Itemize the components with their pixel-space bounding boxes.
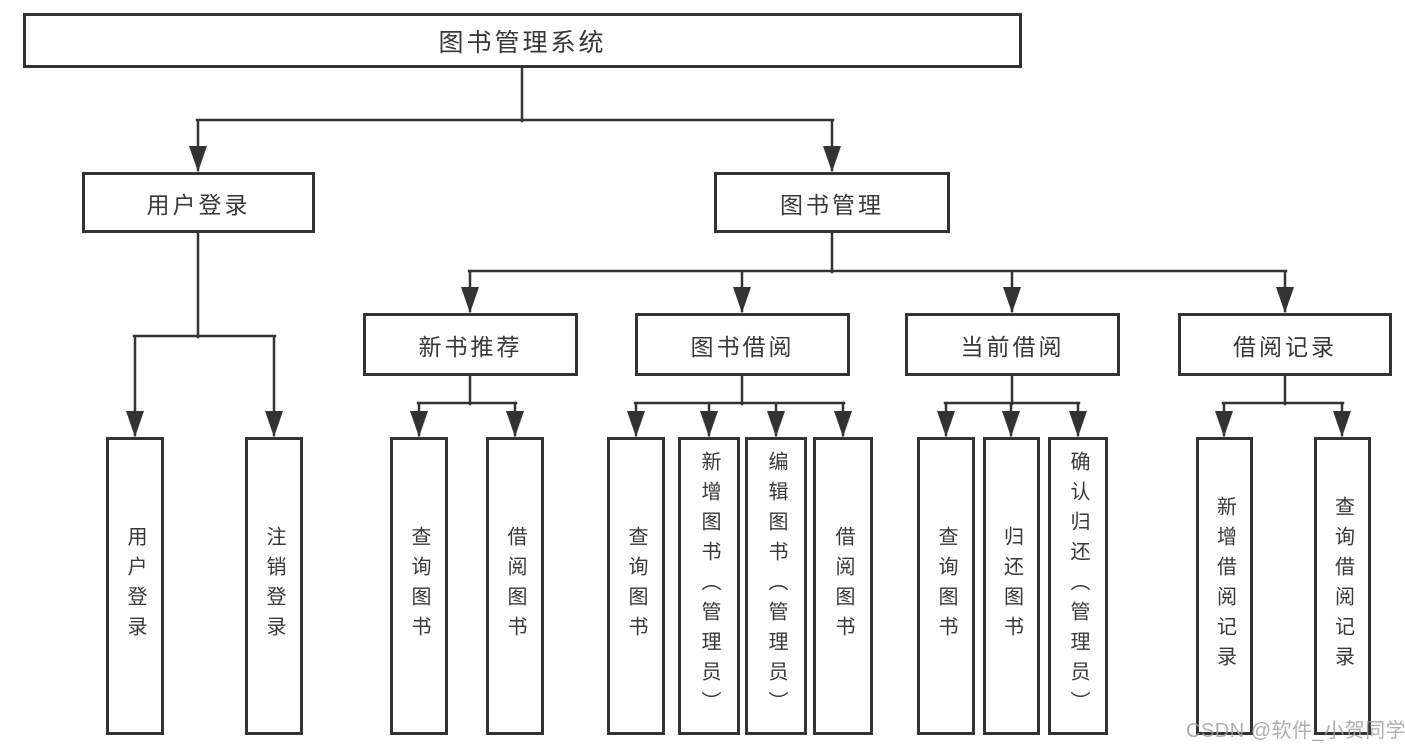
leaf-edit-books-admin: 编辑图书（管理员）: [745, 437, 807, 735]
leaf-label: 归还图书: [1000, 526, 1023, 646]
node-borrow-records: 借阅记录: [1178, 313, 1392, 376]
leaf-add-borrow-record: 新增借阅记录: [1196, 437, 1253, 735]
node-user-login-group: 用户登录: [82, 172, 315, 233]
arrow-down-icon: [823, 146, 841, 172]
leaf-add-books-admin: 新增图书（管理员）: [678, 437, 740, 735]
node-current-borrow: 当前借阅: [905, 313, 1120, 376]
node-book-management-system: 图书管理系统: [23, 13, 1022, 68]
node-book-management: 图书管理: [714, 172, 950, 233]
arrow-down-icon: [700, 411, 718, 437]
arrow-down-icon: [126, 411, 144, 437]
leaf-label: 新增图书（管理员）: [698, 451, 720, 721]
leaf-label: 注销登录: [263, 526, 285, 646]
node-label: 新书推荐: [418, 333, 523, 360]
leaf-label: 查询图书: [935, 526, 957, 646]
connector-line-group: [132, 66, 1345, 437]
leaf-borrow-books: 借阅图书: [813, 437, 873, 735]
leaf-label: 用户登录: [124, 526, 146, 646]
node-label: 图书管理: [780, 191, 884, 218]
leaf-query-borrow-record: 查询借阅记录: [1314, 437, 1371, 735]
arrow-down-icon: [1002, 411, 1020, 437]
node-label: 用户登录: [146, 191, 251, 218]
leaf-label: 确认归还（管理员）: [1067, 451, 1089, 721]
arrow-down-icon: [506, 411, 524, 437]
node-label: 图书借阅: [690, 333, 795, 360]
node-label: 图书管理系统: [438, 28, 607, 57]
arrow-down-icon: [1276, 287, 1294, 313]
leaf-label: 编辑图书（管理员）: [765, 451, 787, 721]
node-label: 当前借阅: [960, 333, 1065, 360]
leaf-confirm-return-admin: 确认归还（管理员）: [1048, 437, 1108, 735]
leaf-logout: 注销登录: [245, 437, 303, 735]
leaf-label: 新增借阅记录: [1213, 496, 1236, 676]
arrow-down-icon: [1069, 411, 1087, 437]
arrow-down-icon: [410, 411, 428, 437]
node-label: 借阅记录: [1233, 333, 1337, 360]
leaf-label: 查询借阅记录: [1331, 496, 1354, 676]
leaf-query-books-current: 查询图书: [917, 437, 975, 735]
csdn-watermark: CSDN @软件_小贺同学: [1186, 720, 1405, 742]
arrow-down-icon: [1215, 411, 1233, 437]
node-new-book-recommend: 新书推荐: [363, 313, 578, 376]
leaf-borrow-books-recommend: 借阅图书: [486, 437, 544, 735]
arrow-down-icon: [265, 411, 283, 437]
leaf-query-books-borrow: 查询图书: [607, 437, 665, 735]
arrow-down-icon: [189, 146, 207, 172]
arrow-down-icon: [627, 411, 645, 437]
leaf-label: 借阅图书: [504, 526, 526, 646]
arrow-down-icon: [1003, 287, 1021, 313]
leaf-query-books-recommend: 查询图书: [390, 437, 448, 735]
arrow-down-icon: [937, 411, 955, 437]
arrowhead-group: [126, 146, 1351, 437]
leaf-user-login: 用户登录: [106, 437, 164, 735]
arrow-down-icon: [461, 287, 479, 313]
leaf-label: 借阅图书: [832, 526, 854, 646]
leaf-label: 查询图书: [408, 526, 430, 646]
leaf-label: 查询图书: [625, 526, 647, 646]
leaf-return-books: 归还图书: [983, 437, 1040, 735]
arrow-down-icon: [733, 287, 751, 313]
arrow-down-icon: [1333, 411, 1351, 437]
arrow-down-icon: [834, 411, 852, 437]
arrow-down-icon: [767, 411, 785, 437]
node-book-borrow: 图书借阅: [635, 313, 850, 376]
